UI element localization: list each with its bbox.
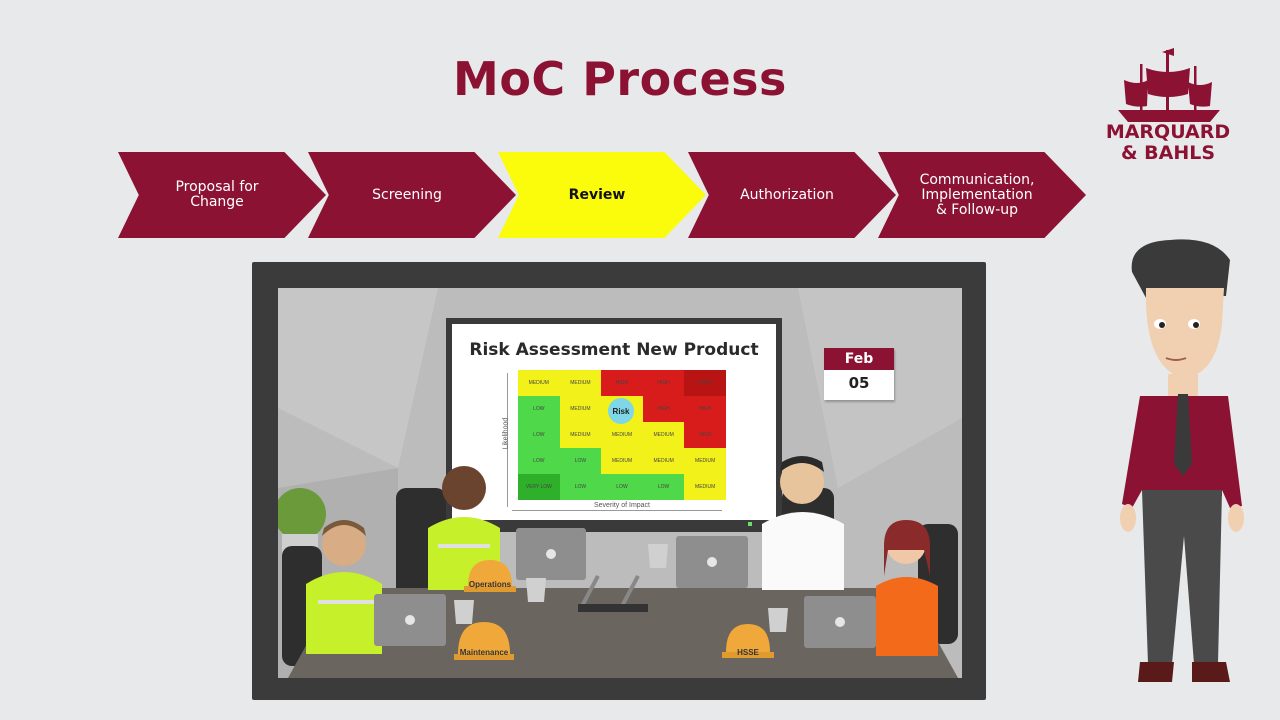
hard-hat-icon bbox=[454, 622, 514, 660]
risk-cell: MEDIUM bbox=[518, 370, 560, 396]
calendar-widget: Feb 05 bbox=[824, 348, 894, 400]
worker-left-icon bbox=[306, 520, 382, 654]
risk-cell: MEDIUM bbox=[601, 448, 643, 474]
risk-cell: LOW bbox=[518, 422, 560, 448]
y-axis-label: Likelihood bbox=[502, 417, 510, 450]
ship-logo-icon bbox=[1118, 48, 1220, 122]
calendar-day: 05 bbox=[848, 374, 870, 392]
risk-cell: HIGH bbox=[684, 422, 726, 448]
manager-white-shirt-icon bbox=[762, 456, 844, 590]
step-screening[interactable]: Screening bbox=[308, 152, 516, 238]
risk-cell: LOW bbox=[559, 474, 602, 500]
risk-cell: VERY LOW bbox=[518, 474, 560, 500]
process-steps: Proposal for Change Screening Review Aut… bbox=[118, 152, 1088, 238]
risk-cell: LOW bbox=[642, 474, 685, 500]
risk-cell: MEDIUM bbox=[559, 396, 602, 422]
helmet-label-hsse: HSSE bbox=[737, 648, 759, 657]
step-communication-implementation-follow-up[interactable]: Communication, Implementation & Follow-u… bbox=[878, 152, 1086, 238]
risk-cell: MEDIUM bbox=[601, 422, 643, 448]
risk-cell: HIGH bbox=[642, 370, 685, 396]
step-authorization[interactable]: Authorization bbox=[688, 152, 896, 238]
laptop-icon bbox=[374, 594, 446, 646]
step-proposal-for-change[interactable]: Proposal for Change bbox=[118, 152, 326, 238]
risk-cell: LOW bbox=[559, 448, 602, 474]
risk-cell: MEDIUM bbox=[684, 448, 726, 474]
risk-cell: MEDIUM bbox=[559, 422, 602, 448]
presenter-character-icon bbox=[1120, 239, 1244, 682]
risk-cell: HIGH bbox=[684, 396, 726, 422]
helmet-label-operations: Operations bbox=[468, 580, 512, 589]
risk-cell: LOW bbox=[518, 396, 560, 422]
risk-cell: MEDIUM bbox=[642, 448, 685, 474]
y-axis-line bbox=[507, 373, 508, 507]
hard-hat-icon bbox=[464, 560, 516, 592]
laptop-icon bbox=[676, 536, 748, 588]
risk-cell: LOW bbox=[601, 474, 643, 500]
step-review[interactable]: Review bbox=[498, 152, 706, 238]
hsse-worker-icon bbox=[876, 520, 938, 656]
risk-marker[interactable]: Risk bbox=[608, 398, 634, 424]
risk-cell: HIGH bbox=[684, 370, 726, 396]
risk-cell: MEDIUM bbox=[559, 370, 602, 396]
laptop-icon bbox=[804, 596, 876, 648]
cup-icon bbox=[768, 608, 788, 632]
laptop-icon bbox=[516, 528, 586, 580]
cup-icon bbox=[454, 600, 474, 624]
risk-cell: MEDIUM bbox=[684, 474, 726, 500]
calendar-month: Feb bbox=[824, 348, 894, 370]
logo-wordmark: MARQUARD & BAHLS bbox=[1105, 121, 1231, 164]
hard-hat-icon bbox=[722, 624, 774, 658]
risk-cell: MEDIUM bbox=[642, 422, 685, 448]
cup-icon bbox=[526, 578, 546, 602]
board-title: Risk Assessment New Product bbox=[469, 340, 759, 360]
helmet-label-maintenance: Maintenance bbox=[459, 648, 509, 657]
risk-cell: HIGH bbox=[642, 396, 685, 422]
x-axis-label: Severity of Impact bbox=[593, 502, 651, 509]
risk-cell: LOW bbox=[518, 448, 560, 474]
cup-icon bbox=[648, 544, 668, 568]
x-axis-line bbox=[512, 510, 722, 511]
risk-cell: HIGH bbox=[601, 370, 643, 396]
page-title: MoC Process bbox=[453, 52, 787, 106]
